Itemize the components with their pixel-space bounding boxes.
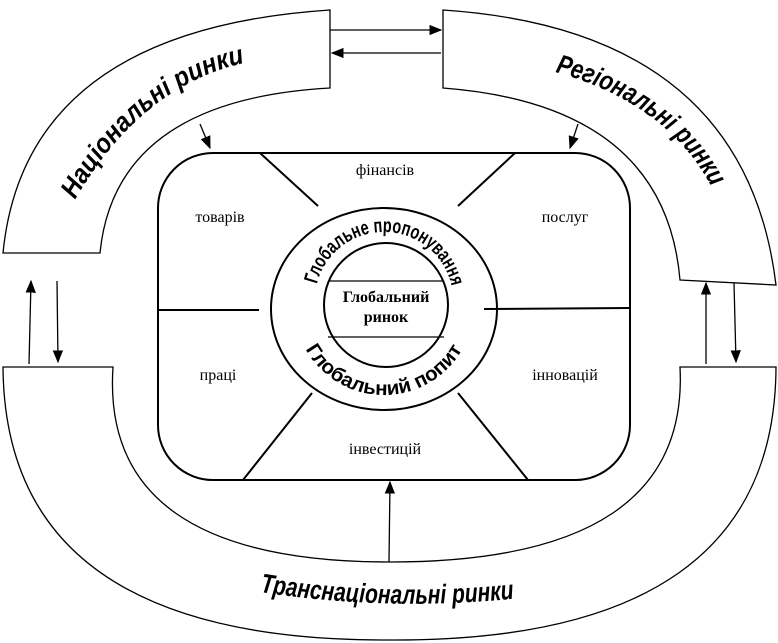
arrow-national-to-core <box>199 123 211 150</box>
arrow-trans-to-core <box>384 480 396 563</box>
segment-investment: інвестицій <box>349 441 422 458</box>
market-segments-frame <box>157 152 631 481</box>
divider <box>457 392 529 481</box>
global-ring <box>270 207 498 411</box>
national-markets-band <box>2 9 331 254</box>
divider <box>259 152 319 207</box>
arrow-regional-to-trans <box>730 282 741 364</box>
segment-goods: товарів <box>195 209 245 226</box>
divider <box>242 392 313 481</box>
arrow-regional-to-core <box>568 123 579 150</box>
segment-finance: фінансів <box>356 162 415 179</box>
core-label-line2: ринок <box>364 309 409 326</box>
global-demand-label: Глобальний попит <box>301 340 467 400</box>
divider <box>483 307 631 310</box>
arrow-trans-to-national <box>25 279 36 365</box>
segment-innovation: інновацій <box>532 367 598 384</box>
transnational-markets-band <box>2 366 777 641</box>
global-supply-label: Глобальне пропонування <box>301 215 469 288</box>
core-label-line1: Глобальний <box>343 289 430 306</box>
global-market-core <box>323 242 449 368</box>
divider <box>457 152 516 207</box>
segment-services: послуг <box>542 209 589 226</box>
arrow-national-to-trans <box>52 280 64 364</box>
regional-markets-band <box>442 9 777 286</box>
segment-labor: праці <box>200 367 237 384</box>
